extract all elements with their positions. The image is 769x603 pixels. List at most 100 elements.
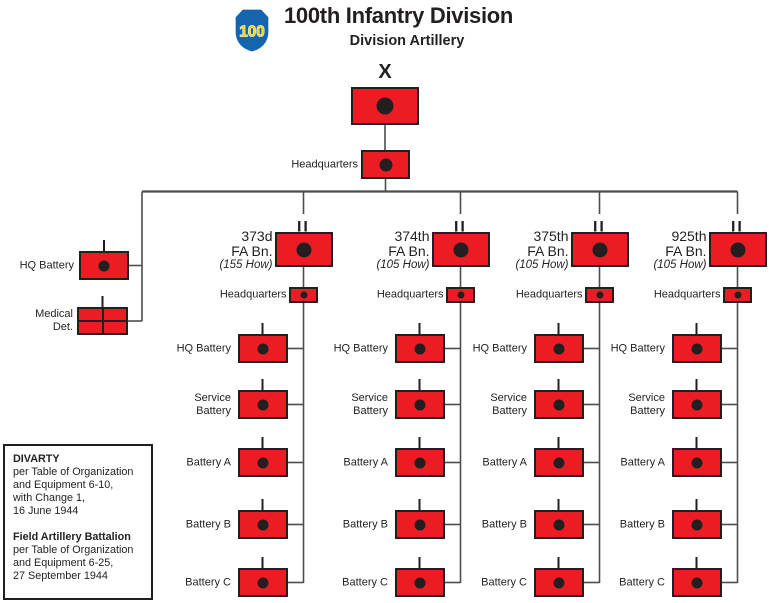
battery-box-374th-fa-bn-hq-battery: [394, 334, 445, 363]
battalion-label-375th-fa-bn: 375th FA Bn.(105 How): [515, 229, 568, 272]
battery-label-373d-fa-bn-battery-b: Battery B: [185, 518, 231, 530]
battery-box-925th-fa-bn-battery-b: [671, 510, 722, 539]
battery-box-375th-fa-bn-battery-a: [533, 448, 584, 477]
battery-label-374th-fa-bn-hq-battery: HQ Battery: [333, 342, 388, 354]
artillery-dot-icon: [257, 577, 268, 588]
battalion-weapon: (105 How): [515, 259, 569, 271]
battery-box-375th-fa-bn-battery-c: [533, 568, 584, 597]
page-subtitle: Division Artillery: [349, 33, 465, 49]
battery-box-925th-fa-bn-battery-c: [671, 568, 722, 597]
battery-label-925th-fa-bn-battery-c: Battery C: [619, 576, 665, 588]
battery-label-373d-fa-bn-hq-battery: HQ Battery: [176, 342, 231, 354]
battery-box-925th-fa-bn-hq-battery: [671, 334, 722, 363]
artillery-dot-icon: [730, 242, 745, 257]
battalion-box-374th-fa-bn: [431, 232, 490, 267]
page-title: 100th Infantry Division: [284, 3, 514, 28]
patch-shield-shape: [235, 9, 269, 52]
artillery-dot-icon: [734, 291, 741, 299]
battery-label-925th-fa-bn-battery-a: Battery A: [620, 456, 665, 468]
battery-box-375th-fa-bn-hq-battery: [533, 334, 584, 363]
battery-label-373d-fa-bn-service-battery: Service Battery: [194, 391, 231, 417]
battery-label-373d-fa-bn-battery-a: Battery A: [186, 456, 231, 468]
battery-box-375th-fa-bn-battery-b: [533, 510, 584, 539]
artillery-dot-icon: [414, 577, 425, 588]
battalion-hq-label-374th-fa-bn: Headquarters: [376, 288, 444, 301]
battery-label-925th-fa-bn-battery-b: Battery B: [619, 518, 665, 530]
artillery-dot-icon: [257, 457, 268, 468]
division-hq-unit-box: [361, 150, 410, 179]
battery-box-373d-fa-bn-hq-battery: [237, 334, 288, 363]
battery-box-374th-fa-bn-battery-a: [394, 448, 445, 477]
artillery-dot-icon: [553, 457, 564, 468]
unit-label-hq-battery: HQ Battery: [19, 259, 74, 271]
battery-label-925th-fa-bn-hq-battery: HQ Battery: [610, 342, 665, 354]
note-heading: Field Artillery Battalion: [13, 531, 131, 543]
battery-box-925th-fa-bn-service-battery: [671, 390, 722, 419]
battalion-hq-box-374th-fa-bn: [446, 287, 475, 303]
battery-label-374th-fa-bn-battery-b: Battery B: [342, 518, 388, 530]
battalion-hq-label-373d-fa-bn: Headquarters: [219, 288, 287, 301]
source-note-box: DIVARTY per Table of Organization and Eq…: [3, 444, 153, 600]
artillery-dot-icon: [379, 158, 392, 171]
unit-box-hq-battery: [79, 251, 129, 280]
battalion-hq-box-925th-fa-bn: [723, 287, 752, 303]
battery-label-375th-fa-bn-battery-c: Battery C: [481, 576, 527, 588]
battalion-label-925th-fa-bn: 925th FA Bn.(105 How): [653, 229, 706, 272]
note-body: per Table of Organization and Equipment …: [13, 544, 134, 582]
artillery-dot-icon: [691, 457, 702, 468]
note-section: DIVARTY per Table of Organization and Eq…: [13, 453, 149, 518]
echelon-brigade-symbol: X: [378, 61, 392, 83]
artillery-dot-icon: [376, 97, 394, 115]
unit-box-medical-det: [77, 307, 128, 335]
battalion-hq-box-373d-fa-bn: [289, 287, 318, 303]
battery-label-375th-fa-bn-battery-b: Battery B: [481, 518, 527, 530]
battery-label-374th-fa-bn-battery-c: Battery C: [342, 576, 388, 588]
battalion-name: 375th FA Bn.: [527, 228, 569, 259]
battalion-hq-label-375th-fa-bn: Headquarters: [515, 288, 583, 301]
artillery-dot-icon: [414, 399, 425, 410]
battery-box-373d-fa-bn-battery-b: [237, 510, 288, 539]
battery-box-375th-fa-bn-service-battery: [533, 390, 584, 419]
battery-label-925th-fa-bn-service-battery: Service Battery: [628, 391, 665, 417]
artillery-dot-icon: [596, 291, 603, 299]
battery-label-375th-fa-bn-service-battery: Service Battery: [490, 391, 527, 417]
battalion-box-375th-fa-bn: [570, 232, 629, 267]
battery-box-374th-fa-bn-battery-b: [394, 510, 445, 539]
patch-number: 100: [239, 24, 265, 41]
battery-label-374th-fa-bn-service-battery: Service Battery: [351, 391, 388, 417]
artillery-dot-icon: [414, 519, 425, 530]
artillery-dot-icon: [414, 457, 425, 468]
artillery-dot-icon: [414, 343, 425, 354]
battery-label-374th-fa-bn-battery-a: Battery A: [343, 456, 388, 468]
note-section: Field Artillery Battalion per Table of O…: [13, 531, 149, 583]
battalion-weapon: (155 How): [219, 259, 273, 271]
battery-box-374th-fa-bn-battery-c: [394, 568, 445, 597]
artillery-dot-icon: [553, 519, 564, 530]
artillery-dot-icon: [257, 399, 268, 410]
battery-label-375th-fa-bn-battery-a: Battery A: [482, 456, 527, 468]
battery-box-374th-fa-bn-service-battery: [394, 390, 445, 419]
artillery-dot-icon: [691, 399, 702, 410]
battalion-hq-box-375th-fa-bn: [585, 287, 614, 303]
battalion-name: 925th FA Bn.: [665, 228, 707, 259]
artillery-dot-icon: [453, 242, 468, 257]
artillery-dot-icon: [98, 260, 110, 271]
battalion-weapon: (105 How): [653, 259, 707, 271]
medical-cross-horizontal: [78, 320, 127, 322]
battery-box-373d-fa-bn-battery-c: [237, 568, 288, 597]
battery-label-375th-fa-bn-hq-battery: HQ Battery: [472, 342, 527, 354]
artillery-dot-icon: [691, 577, 702, 588]
division-patch-icon: 100: [235, 9, 269, 52]
battalion-label-373d-fa-bn: 373d FA Bn.(155 How): [219, 229, 272, 272]
divarty-unit-box: [351, 87, 419, 125]
artillery-dot-icon: [553, 343, 564, 354]
note-body: per Table of Organization and Equipment …: [13, 466, 134, 517]
artillery-dot-icon: [296, 242, 311, 257]
artillery-dot-icon: [257, 343, 268, 354]
note-heading: DIVARTY: [13, 453, 60, 465]
battalion-weapon: (105 How): [376, 259, 430, 271]
division-hq-label: Headquarters: [291, 158, 358, 170]
battery-box-925th-fa-bn-battery-a: [671, 448, 722, 477]
battalion-name: 373d FA Bn.: [231, 228, 273, 259]
